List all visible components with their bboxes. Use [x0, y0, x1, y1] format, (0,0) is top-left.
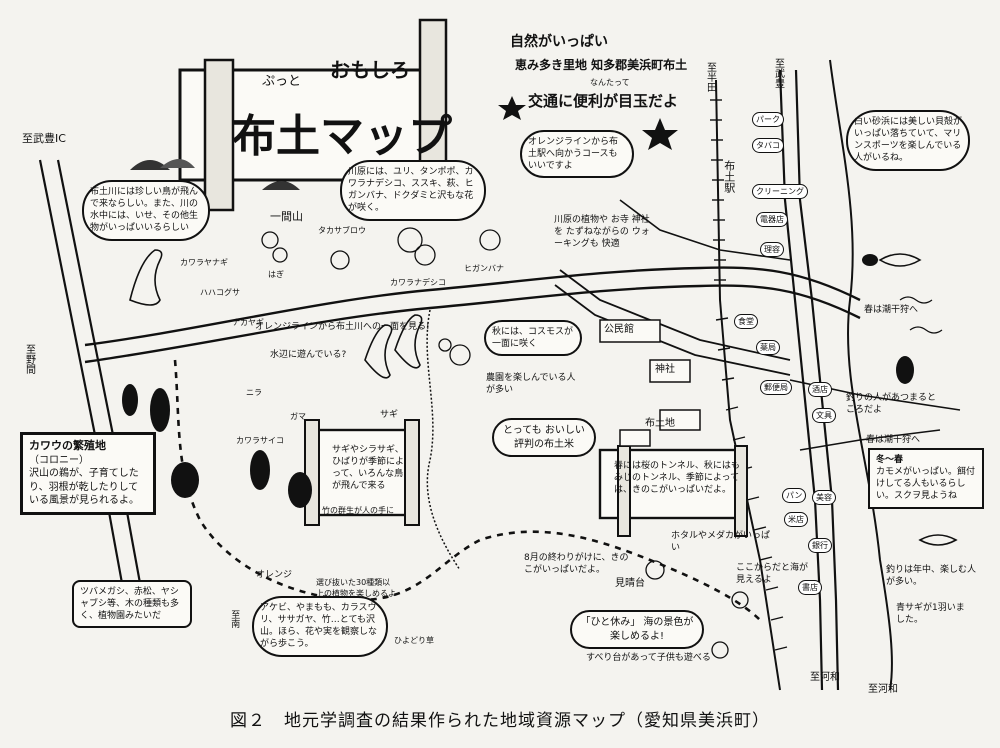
left-road [38, 159, 127, 601]
shop-label: 酒店 [808, 382, 832, 397]
label-waterside: 水辺に遊んでいる? [270, 350, 347, 360]
kawau-title: カワウの繁殖地 [29, 439, 106, 452]
label-to-minami: 至南 [229, 610, 240, 628]
shop-label: 美容 [812, 490, 836, 505]
note-tree-varieties: ツバメガシ、赤松、ヤシャブシ等、木の種類も多く、植物園みたいだ [72, 580, 192, 629]
note-egret-season: サギやシラサギ、ひばりが季節によって、いろんな鳥が飛んで来る [332, 445, 405, 492]
plant-label: はぎ [268, 270, 284, 279]
shop-label: 電器店 [756, 212, 788, 227]
national-road [778, 69, 824, 691]
shop-label: 理容 [760, 242, 784, 257]
note-futo-rice: とっても おいしい 評判の布土米 [492, 418, 596, 457]
note-farm: 農園を楽しんでいる人が多い [486, 373, 576, 396]
label-to-taketoyo-ic: 至武豊IC [22, 132, 66, 145]
shop-label: タバコ [752, 138, 784, 153]
plant-label: カワラナデシコ [390, 278, 446, 287]
signboard-egret [313, 428, 417, 517]
note-cosmos: 秋には、コスモスが一面に咲く [484, 320, 582, 357]
plant-label: カワラヤナギ [180, 258, 228, 267]
note-akebi: アケビ、やまもも、カラスウリ、ササガヤ、竹…とても沢山。ほら、花や実を観察しなが… [252, 596, 388, 657]
note-firefly: ホタルやメダカがいっぱい [671, 531, 771, 554]
bird-silhouettes [122, 254, 914, 508]
shop-label: クリーニング [752, 184, 808, 199]
shop-label: 薬局 [756, 340, 780, 355]
note-white-beach: 白い砂浜には美しい貝殻がいっぱい落ちていて、マリンスポーツを楽しんでいる人がいる… [846, 110, 970, 171]
note-river-birds: 布土川には珍しい鳥が飛んで来ならしい。また、川の水中には、いせ、その他生物がいっ… [82, 180, 210, 241]
plant-label: タカサブロウ [318, 226, 366, 235]
shop-label: 米店 [784, 512, 808, 527]
label-jinja: 神社 [655, 364, 675, 375]
note-winter-body: カモメがいっぱい。餌付けしてる人もいるらしい。スクヲ見ようね [876, 467, 976, 502]
tagline-line3: なんたって [590, 78, 630, 87]
town-buildings [599, 319, 701, 447]
label-to-kowa-2: 至河和 [868, 684, 898, 695]
note-bamboo: 竹の群生が人の手に [322, 506, 394, 515]
orange-line-road [84, 266, 861, 347]
label-kominkan: 公民館 [604, 324, 634, 335]
plant-label: カワラサイコ [236, 436, 284, 445]
kawau-colony: （コロニー） [29, 454, 89, 466]
note-winter-title: 冬～春 [876, 455, 904, 465]
label-hitsumayama: 一間山 [270, 210, 303, 223]
shop-label: パーク [752, 112, 784, 127]
title-small: おもしろ [330, 58, 410, 82]
star-icon [498, 96, 526, 120]
note-orange-line-course: オレンジラインから布土駅へ向かうコースもいいですよ [520, 130, 634, 179]
note-shrine-walk: 川原の植物や お寺 神社を たずねながらの ウォーキングも 快適 [554, 215, 650, 250]
railway-line [715, 79, 781, 691]
futo-river [426, 309, 461, 571]
label-orange: オレンジ [256, 570, 293, 580]
label-sagi: サギ [380, 410, 399, 420]
shop-label: 書店 [798, 580, 822, 595]
title-main: 布土マップ [232, 111, 452, 162]
label-miharashidai: 見晴台 [615, 578, 645, 589]
egret-drawings [129, 249, 423, 379]
note-30-plants: 選び抜いた30種類以上の植物を楽しめるよ [316, 578, 396, 598]
shop-label: 銀行 [808, 538, 832, 553]
shop-label: 文具 [812, 408, 836, 423]
note-grey-heron: 青サギが1羽いました。 [896, 603, 965, 626]
tagline-line4: 交通に便利が目玉だよ [528, 92, 679, 110]
flower-drawings [261, 227, 749, 659]
label-to-kowa-1: 至河和 [810, 672, 840, 683]
note-cormorant-colony: カワウの繁殖地 （コロニー） 沢山の鵜が、子育てしたり、羽根が乾したりしている風… [20, 432, 156, 515]
plant-label: ガマ [290, 412, 306, 421]
title-furigana: ぷっと [262, 74, 302, 89]
fish-drawing [878, 253, 958, 546]
plant-label: ヒガンバナ [464, 264, 504, 273]
star-icon [642, 118, 678, 150]
tagline-line1: 自然がいっぱい [510, 34, 608, 50]
label-futo-station: 布土駅 [722, 160, 736, 193]
note-winter-seagulls: 冬～春 カモメがいっぱい。餌付けしてる人もいるらしい。スクヲ見ようね [868, 448, 984, 509]
plant-label: ニラ [246, 388, 262, 397]
label-futo-pond: 布土地 [645, 418, 675, 429]
label-to-handa: 至半田 [704, 62, 716, 92]
label-hiyodori: ひよどり草 [394, 636, 434, 645]
note-fishing-yearround: 釣りは年中、楽しむ人が多い。 [886, 565, 977, 588]
note-cherry-tunnel: 春には桜のトンネル、秋にはもみじのトンネル、季節によっては、きのこがいっぱいだよ… [614, 461, 740, 496]
plant-label: ハハコグサ [200, 288, 240, 297]
note-shiohigari-2: 春は潮干狩へ [866, 435, 921, 445]
note-fishing-spot: 釣りの人があつまるところだよ [846, 393, 937, 416]
shop-label: パン [782, 488, 807, 503]
note-orange-road: オレンジラインから布土川への一面を見る! [255, 322, 430, 332]
mountain [130, 160, 170, 170]
label-to-taketoyo: 至武豊 [772, 58, 784, 88]
note-shiohigari: 春は潮干狩へ [864, 305, 919, 315]
figure-caption: 図２ 地元学調査の結果作られた地域資源マップ（愛知県美浜町） [230, 711, 770, 731]
note-slide: すべり台があって子供も遊べる [586, 653, 711, 663]
shop-label: 郵便局 [760, 380, 792, 395]
label-to-noma: 至野間 [23, 344, 35, 374]
shop-label: 食堂 [734, 314, 758, 329]
walking-trail [173, 359, 761, 621]
tagline-line2: 恵み多き里地 知多郡美浜町布土 [515, 58, 688, 72]
plant-label: ナカヤギ [232, 318, 264, 327]
kawau-body: 沢山の鵜が、子育てしたり、羽根が乾したりしている風景が見られるよ。 [29, 468, 139, 507]
note-riverbank-flowers: 川原には、ユリ、タンポポ、カワラナデシコ、ススキ、萩、ヒガンバナ、ドクダミと沢も… [340, 160, 486, 221]
note-rest-spot: 「ひと休み」 海の景色が楽しめるよ! [570, 610, 704, 649]
note-sea-view: ここからだと海が見えるよ [736, 563, 809, 586]
note-mushroom: 8月の終わりがけに、きのこがいっぱいだよ。 [524, 553, 629, 576]
